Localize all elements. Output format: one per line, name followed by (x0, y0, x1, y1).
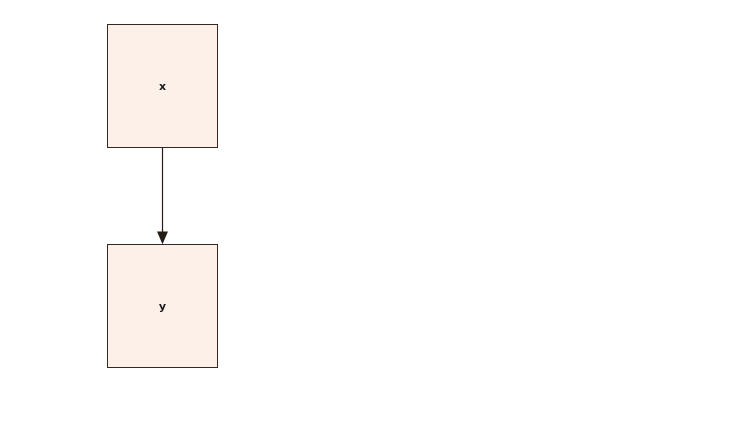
node-y-label: y (158, 299, 167, 313)
node-y: y (107, 244, 218, 368)
node-x: x (107, 24, 218, 148)
edge-x-to-y (157, 148, 168, 244)
arrowhead-down-icon (157, 231, 168, 244)
node-x-label: x (158, 79, 167, 93)
